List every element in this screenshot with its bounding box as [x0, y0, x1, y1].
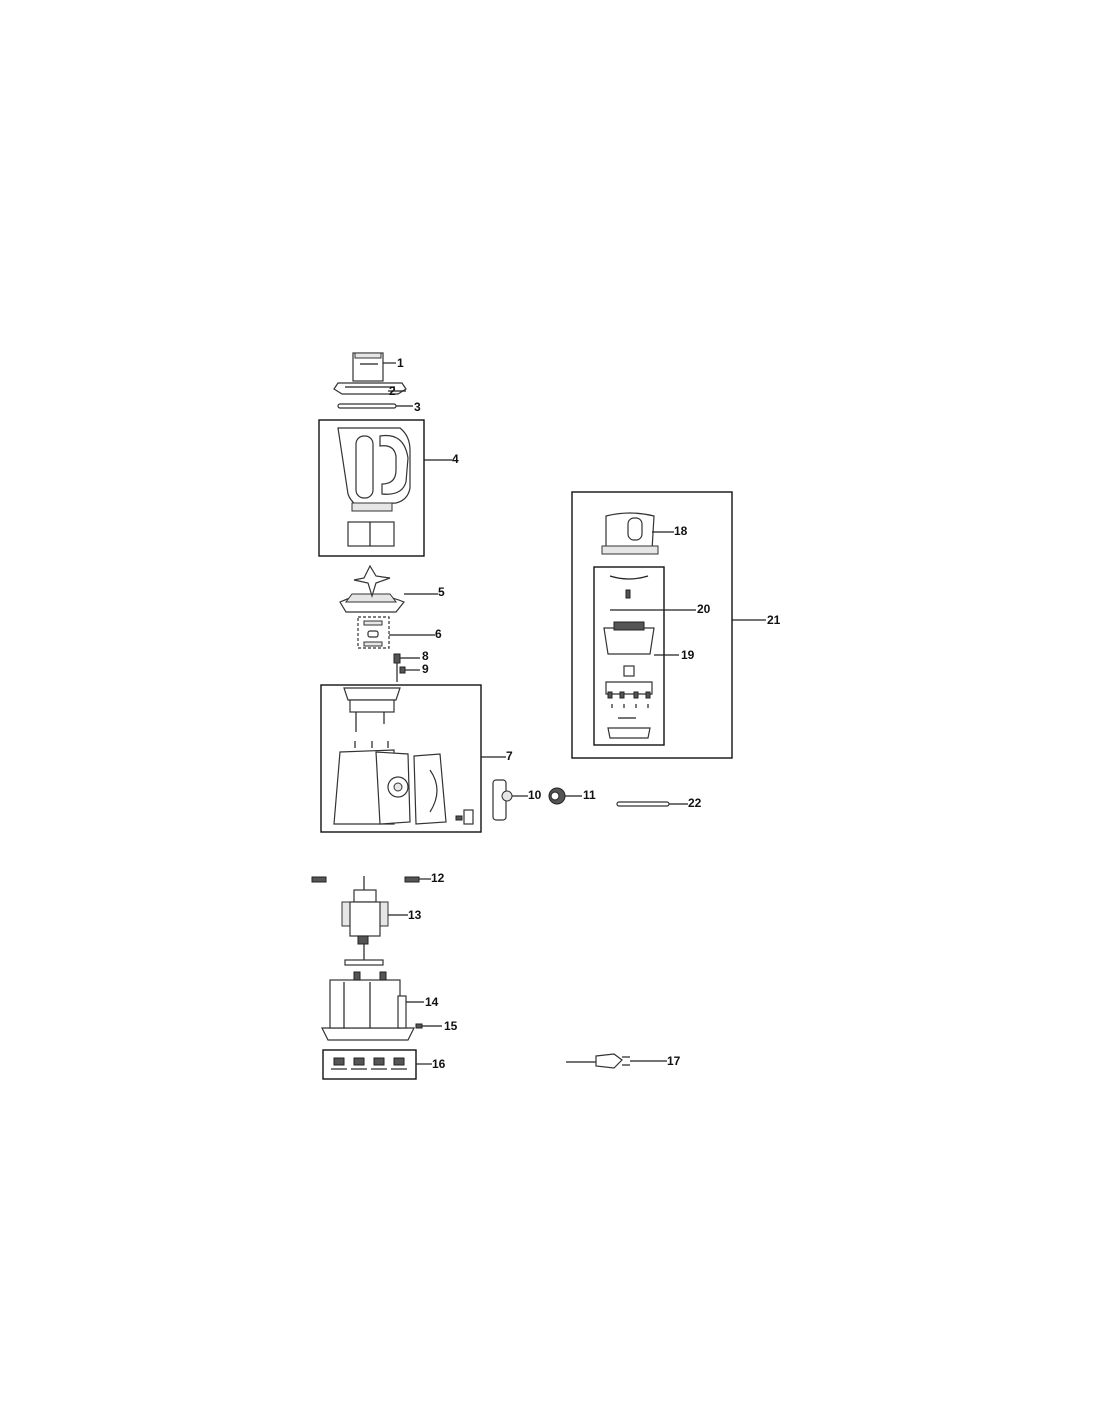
part-7-housing-assembly [320, 684, 506, 833]
part-1-lid-cap [352, 352, 396, 382]
callout-11: 11 [583, 788, 596, 802]
part-10-switch [492, 779, 528, 821]
callout-5: 5 [438, 585, 445, 599]
part-17-power-cord [566, 1053, 667, 1069]
part-16-feet [322, 1049, 432, 1080]
callout-12: 12 [431, 871, 445, 885]
callout-6: 6 [435, 627, 442, 641]
part-4-jar-assembly [318, 419, 452, 557]
part-5-blade-assembly [339, 564, 438, 613]
part-2-lid [333, 382, 407, 395]
part-12-brushes [311, 876, 431, 883]
part-22-rod [616, 801, 688, 807]
callout-22: 22 [688, 796, 702, 810]
part-21-grinder-attachment [571, 491, 766, 759]
callout-9: 9 [422, 662, 429, 676]
callout-7: 7 [506, 749, 513, 763]
part-3-gasket [337, 403, 413, 409]
callout-4: 4 [452, 452, 459, 466]
part-11-knob [548, 787, 582, 805]
part-6-coupling [357, 616, 435, 649]
part-9-pin [396, 663, 420, 682]
callout-21: 21 [767, 613, 781, 627]
callout-13: 13 [408, 908, 422, 922]
callout-17: 17 [667, 1054, 681, 1068]
callout-15: 15 [444, 1019, 458, 1033]
part-14-base [321, 971, 442, 1041]
callout-18: 18 [674, 524, 688, 538]
part-8-shaft [393, 653, 420, 664]
callout-14: 14 [425, 995, 439, 1009]
callout-10: 10 [528, 788, 542, 802]
callout-1: 1 [397, 356, 404, 370]
callout-2: 2 [389, 384, 396, 398]
callout-8: 8 [422, 649, 429, 663]
callout-3: 3 [414, 400, 421, 414]
callout-19: 19 [681, 648, 695, 662]
part-13-motor [341, 876, 408, 966]
callout-16: 16 [432, 1057, 446, 1071]
callout-20: 20 [697, 602, 711, 616]
